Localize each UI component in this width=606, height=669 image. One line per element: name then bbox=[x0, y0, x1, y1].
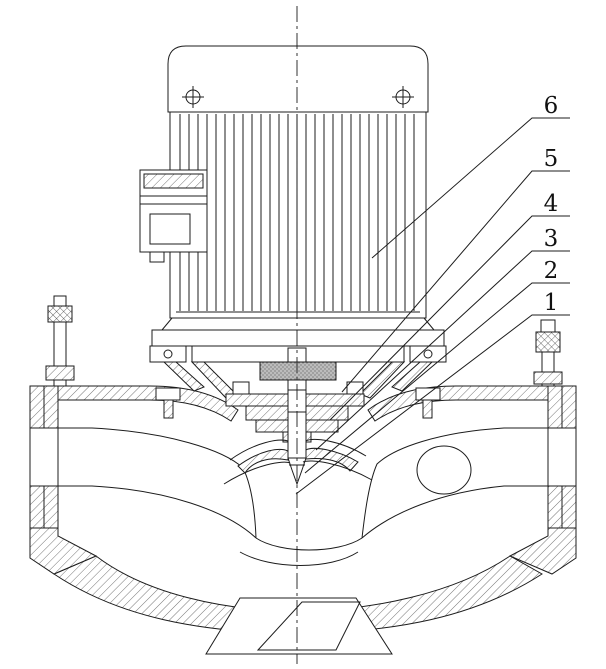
junction-box-cable-gland bbox=[149, 251, 165, 263]
motor-cooling-fins bbox=[169, 111, 427, 319]
motor-cover-screw-right bbox=[392, 86, 414, 108]
callout-3-leader bbox=[315, 250, 570, 451]
suction-passage-lower bbox=[58, 485, 257, 539]
right-bolt-shank-lower bbox=[541, 383, 555, 387]
callout-6-label: 6 bbox=[544, 93, 559, 119]
left-bolt-washer bbox=[45, 365, 75, 381]
left-bolt-shank-lower bbox=[53, 379, 67, 387]
base-foot-gusset bbox=[256, 601, 361, 651]
callout-2-leader bbox=[304, 282, 570, 474]
discharge-passage-lower bbox=[361, 485, 548, 539]
callout-2: 2 bbox=[304, 258, 570, 474]
seal-plate-left bbox=[225, 393, 289, 407]
motor-cover-screw-left bbox=[182, 86, 204, 108]
callouts: 6 5 4 3 2 1 bbox=[295, 93, 570, 495]
volute-casing bbox=[29, 385, 577, 635]
callout-4-leader bbox=[329, 215, 570, 421]
callout-4: 4 bbox=[329, 191, 570, 421]
electric-motor bbox=[139, 45, 447, 363]
junction-box-inner-panel bbox=[149, 213, 191, 245]
right-stud-bolt bbox=[533, 319, 563, 387]
cutwater-arc-upper bbox=[255, 537, 363, 551]
support-stud-left bbox=[155, 387, 181, 419]
suction-flange-left bbox=[29, 385, 59, 529]
flange-tab-left-hole bbox=[163, 349, 173, 359]
outer-arm-right bbox=[391, 361, 434, 392]
casing-top-wall-left bbox=[57, 385, 239, 422]
left-bolt-shank bbox=[53, 321, 67, 367]
callout-6: 6 bbox=[371, 93, 570, 259]
motor-junction-box bbox=[139, 169, 208, 263]
callout-1-leader bbox=[295, 314, 570, 495]
base-foot-trapezoid bbox=[205, 597, 393, 655]
junction-box-lid-section bbox=[143, 173, 204, 189]
right-bolt-shank bbox=[541, 351, 555, 373]
impeller-blade-right bbox=[305, 447, 359, 472]
callout-1-label: 1 bbox=[544, 290, 559, 316]
right-bolt-tip bbox=[540, 319, 556, 333]
left-stud-bolt bbox=[45, 295, 75, 387]
impeller bbox=[223, 438, 373, 485]
left-bolt-tip bbox=[53, 295, 67, 307]
callout-3-label: 3 bbox=[544, 226, 559, 252]
base-foot bbox=[205, 597, 393, 655]
callout-5: 5 bbox=[341, 146, 570, 393]
discharge-passage-upper bbox=[361, 427, 548, 539]
impeller-shroud-lower-right bbox=[302, 460, 373, 481]
flange-tab-right-hole bbox=[423, 349, 433, 359]
cutwater-arc-lower bbox=[239, 551, 359, 566]
callout-5-label: 5 bbox=[544, 146, 559, 172]
left-bolt-head bbox=[47, 305, 73, 323]
casing-top-wall-right bbox=[367, 385, 549, 422]
seal-plate-right bbox=[305, 393, 365, 407]
callout-2-label: 2 bbox=[544, 258, 559, 284]
discharge-flange-right bbox=[547, 385, 577, 529]
impeller-shroud-lower-left bbox=[223, 461, 291, 485]
casing-bottom-shell bbox=[52, 555, 543, 635]
callout-5-leader bbox=[341, 170, 570, 393]
callout-1: 1 bbox=[295, 290, 570, 495]
volute-section-boss bbox=[416, 445, 472, 495]
impeller-blade-left bbox=[237, 448, 289, 474]
flange-tab-left bbox=[149, 345, 187, 363]
right-bolt-head bbox=[535, 331, 561, 353]
right-bolt-washer bbox=[533, 371, 563, 385]
motor-fan-cover bbox=[167, 45, 429, 113]
impeller-shroud-upper-left bbox=[229, 439, 289, 461]
callout-4-label: 4 bbox=[544, 191, 559, 217]
motor-mounting-flange bbox=[149, 317, 447, 363]
callout-3: 3 bbox=[315, 226, 570, 451]
impeller-shroud-upper-right bbox=[305, 438, 367, 457]
seal-bolt-left bbox=[232, 381, 250, 395]
coupling-gland bbox=[259, 361, 337, 381]
suction-passage-upper bbox=[58, 427, 257, 539]
outer-arm-left bbox=[162, 361, 205, 392]
callout-6-leader bbox=[371, 117, 570, 259]
